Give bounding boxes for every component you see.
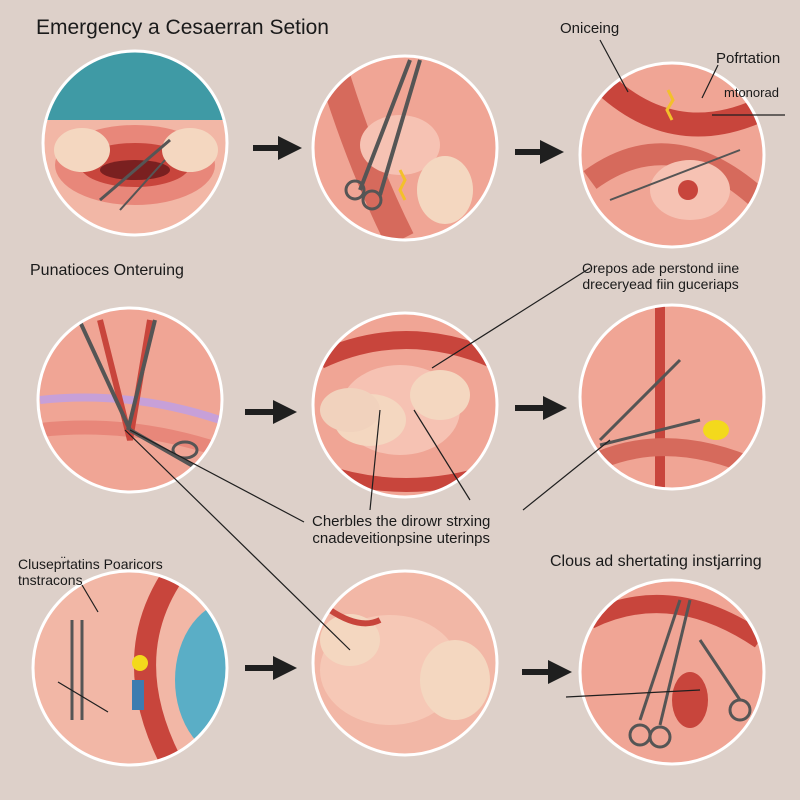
panel-baby-border: [311, 569, 499, 757]
label-orepos-line1: Orepos ade perstond iine: [582, 260, 740, 276]
label-mtonorad: mtonorad: [724, 85, 779, 100]
panel-clamping-border: [578, 303, 766, 491]
label-clusep: Clusepr̈tatins Poaricors tnstracons: [18, 556, 163, 588]
label-orepos: Orepos ade perstond iine dreceryead fiin…: [582, 260, 739, 292]
panel-closure-border: [578, 578, 766, 766]
label-cherbles-line1: Cherbles the dirowr strxing: [312, 513, 491, 530]
panel-incision: [43, 51, 227, 235]
panel-delivery-border: [311, 311, 499, 499]
panel-instruments-border: [31, 569, 229, 767]
panel-baby: [313, 571, 497, 755]
panel-clamping: [580, 305, 764, 489]
panel-uterine-wall: [38, 308, 222, 492]
label-clusep-line2: tnstracons: [18, 572, 83, 589]
label-clous: Clous ad shertating instjarring: [550, 553, 762, 570]
panel-closure: [580, 580, 764, 764]
label-pofrtation: Pofrtation: [716, 50, 781, 67]
panel-dissection-border: [578, 61, 766, 249]
label-cherbles-line2: cnadeveitionpsine uterinps: [312, 530, 491, 548]
diagram-title: Emergency a Cesaerran Setion: [36, 16, 329, 39]
label-clusep-line1: Clusepr̈tatins Poaricors: [18, 556, 163, 572]
label-cherbles: Cherbles the dirowr strxing cnadeveition…: [312, 513, 490, 548]
label-orepos-line2: dreceryead fiin guceriaps: [582, 276, 739, 293]
label-oniceing: Oniceing: [560, 20, 620, 37]
label-punatioces: Punatioces Onteruing: [30, 262, 184, 279]
panel-incision-border: [41, 49, 229, 237]
panel-uterine-wall-border: [36, 306, 224, 494]
panel-dissection: [580, 63, 764, 247]
panel-forceps-border: [311, 54, 499, 242]
panel-instruments: [33, 571, 227, 765]
leader-lines: [57, 39, 785, 713]
step-arrows: [245, 136, 572, 684]
